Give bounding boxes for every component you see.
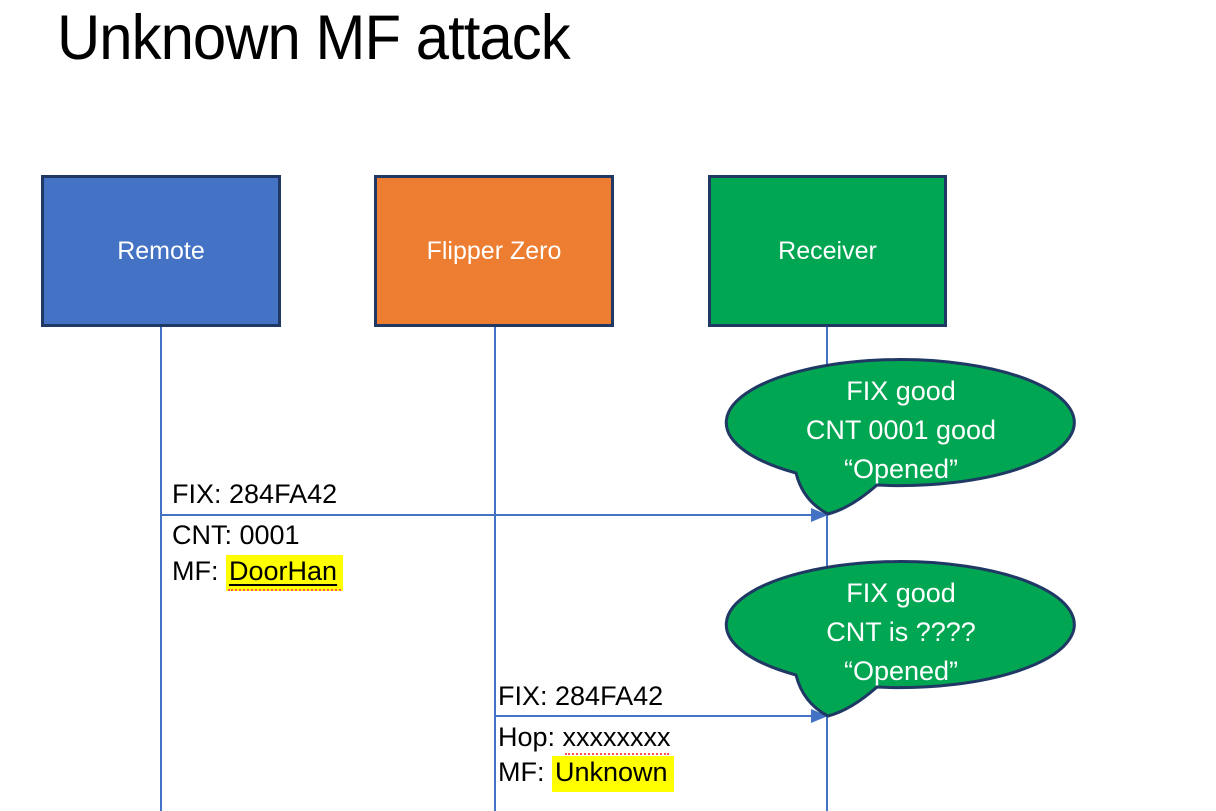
actor-label-remote: Remote bbox=[117, 236, 205, 265]
actor-label-flipper-zero: Flipper Zero bbox=[426, 236, 562, 265]
message-line-flipper-to-receiver bbox=[495, 715, 812, 717]
field-value: 284FA42 bbox=[229, 479, 338, 509]
field-prefix: FIX: bbox=[498, 681, 556, 711]
callout-line: CNT is ???? bbox=[826, 617, 976, 647]
callout-line: CNT 0001 good bbox=[805, 415, 997, 445]
callout-line: FIX good bbox=[846, 578, 956, 608]
message2-row-fix: FIX: 284FA42 bbox=[498, 681, 663, 712]
field-value-highlighted: DoorHan bbox=[226, 555, 344, 591]
actor-box-flipper-zero: Flipper Zero bbox=[374, 175, 614, 327]
message1-row-cnt: CNT: 0001 bbox=[172, 520, 300, 551]
actor-label-receiver: Receiver bbox=[778, 236, 877, 265]
message1-row-fix: FIX: 284FA42 bbox=[172, 479, 337, 510]
callout-receiver-reaction-1: FIX good CNT 0001 good “Opened” bbox=[723, 372, 1079, 489]
field-prefix: FIX: bbox=[172, 479, 230, 509]
lifeline-flipper-zero bbox=[494, 327, 496, 811]
callout-line: “Opened” bbox=[843, 656, 959, 686]
message-line-remote-to-receiver bbox=[161, 514, 812, 516]
lifeline-remote bbox=[160, 327, 162, 811]
speech-bubble-icon bbox=[724, 560, 1076, 718]
field-value-misspelled: xxxxxxxx bbox=[562, 722, 671, 752]
field-prefix: CNT: bbox=[172, 520, 240, 550]
message1-row-mf: MF: DoorHan bbox=[172, 555, 344, 591]
slide-title: Unknown MF attack bbox=[57, 3, 571, 73]
field-prefix: Hop: bbox=[498, 722, 563, 752]
field-prefix: MF: bbox=[172, 556, 226, 586]
callout-line: FIX good bbox=[846, 376, 956, 406]
message2-row-mf: MF: Unknown bbox=[498, 756, 674, 792]
field-value: 284FA42 bbox=[555, 681, 664, 711]
speech-bubble-icon bbox=[724, 358, 1076, 516]
actor-box-remote: Remote bbox=[41, 175, 281, 327]
callout-line: “Opened” bbox=[843, 454, 959, 484]
actor-box-receiver: Receiver bbox=[708, 175, 947, 327]
message2-row-hop: Hop: xxxxxxxx bbox=[498, 722, 671, 753]
field-value-highlighted: Unknown bbox=[552, 756, 674, 792]
callout-receiver-reaction-2: FIX good CNT is ???? “Opened” bbox=[723, 574, 1079, 691]
field-prefix: MF: bbox=[498, 757, 552, 787]
field-value: 0001 bbox=[239, 520, 300, 550]
